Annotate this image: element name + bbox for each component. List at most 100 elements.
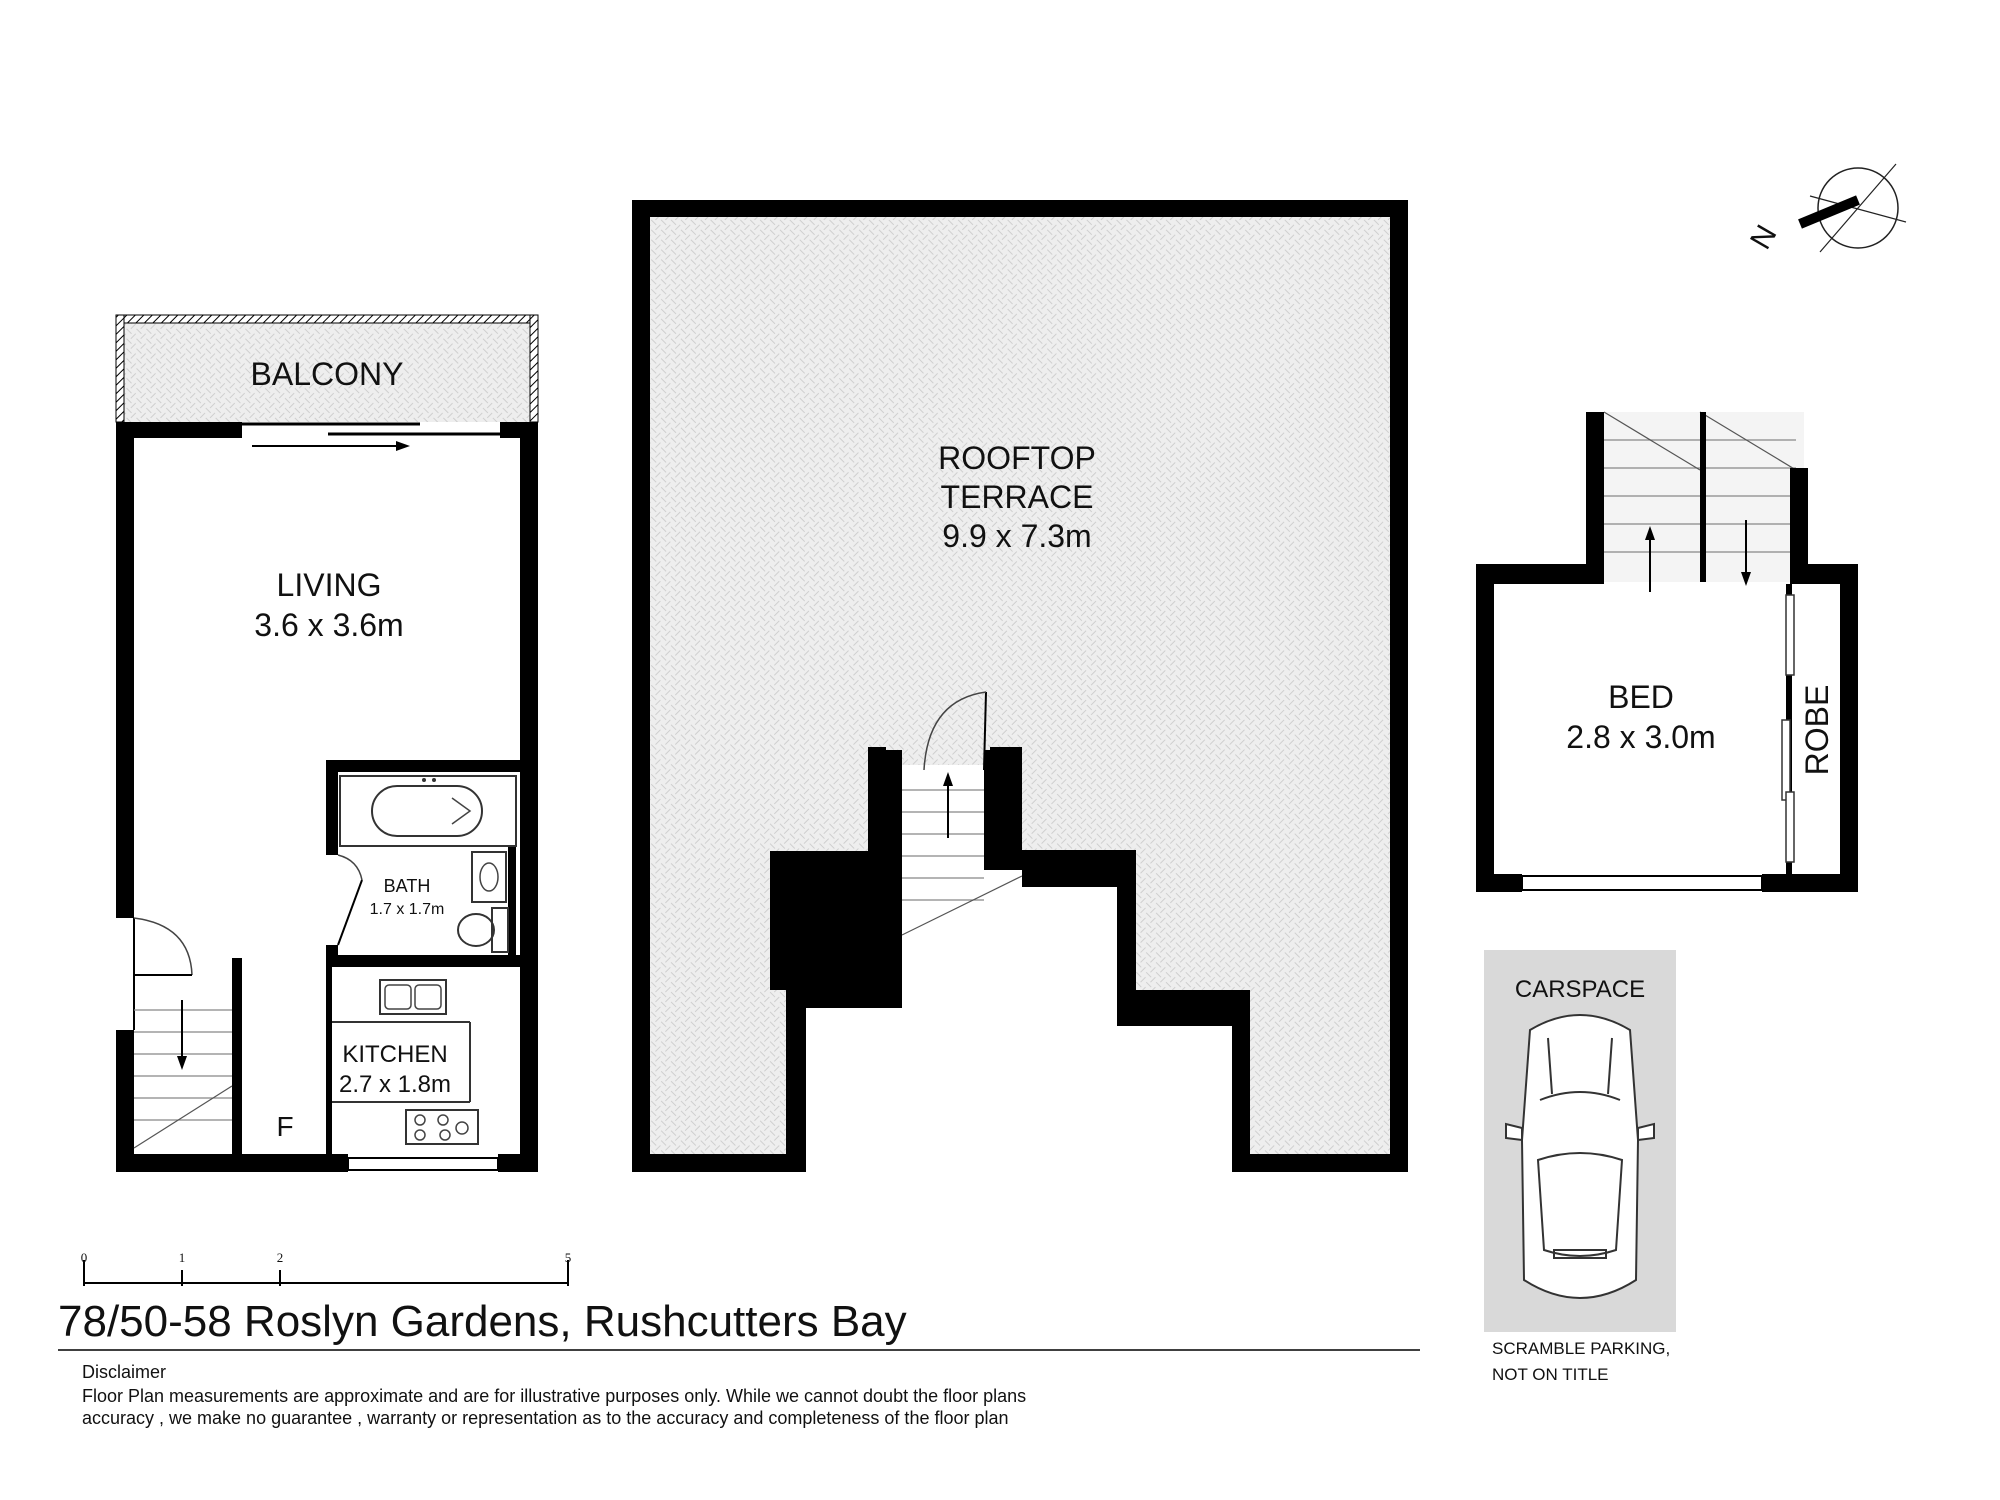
compass-line — [1809, 195, 1907, 223]
burner — [439, 1129, 451, 1141]
door-swing — [133, 917, 193, 976]
stairs — [1603, 411, 1797, 553]
toilet-cistern — [491, 907, 509, 953]
bedroom-plan: BED 2.8 x 3.0m ROBE — [1476, 411, 1858, 892]
burner — [455, 1121, 469, 1135]
wall — [326, 967, 332, 1157]
bathtub-basin — [371, 785, 483, 837]
robe-door — [1785, 791, 1795, 863]
wall — [508, 845, 516, 955]
scale-tick-label: 0 — [81, 1250, 88, 1265]
bed-label: BED — [1608, 679, 1674, 715]
wall — [1232, 990, 1250, 1170]
scale-tick-label: 5 — [565, 1250, 572, 1265]
scale-tick-label: 2 — [277, 1250, 284, 1265]
kitchen-label: KITCHEN — [342, 1041, 447, 1068]
wall — [498, 1154, 538, 1172]
robe-label: ROBE — [1799, 685, 1835, 776]
living-size: 3.6 x 3.6m — [254, 607, 403, 643]
wall — [1790, 468, 1808, 584]
bathtub — [339, 775, 517, 847]
terrace-door — [983, 691, 987, 771]
bath-label: BATH — [384, 876, 431, 896]
stair-arrow-head — [177, 1056, 187, 1070]
window — [1521, 875, 1763, 891]
stairs — [901, 789, 1023, 936]
tap — [432, 778, 436, 782]
terrace-area — [650, 217, 1390, 1154]
compass-line — [1819, 163, 1897, 253]
balcony-rail-right — [529, 314, 539, 423]
carspace-note-1: SCRAMBLE PARKING, — [1492, 1339, 1670, 1358]
sink-bowl — [384, 984, 412, 1010]
balcony-area — [118, 318, 536, 422]
compass-circle — [1817, 167, 1899, 249]
window — [347, 1157, 499, 1171]
compass-rose: N — [1744, 163, 1907, 255]
stair-arrow-head — [1741, 572, 1751, 586]
wall — [116, 1154, 348, 1172]
door-arrow-head — [396, 441, 410, 451]
stair-arrow-head — [1645, 526, 1655, 540]
compass-needle — [1798, 195, 1860, 229]
robe-door — [1785, 594, 1795, 676]
address-title: 78/50-58 Roslyn Gardens, Rushcutters Bay — [58, 1297, 907, 1346]
tap — [422, 778, 426, 782]
rooftop-plan: ROOFTOP TERRACE 9.9 x 7.3m — [632, 200, 1408, 1172]
sink — [379, 979, 447, 1015]
wall — [1476, 564, 1604, 584]
wall — [1118, 990, 1250, 1008]
cooktop — [405, 1109, 479, 1145]
scale-bar: 0 1 2 5 — [81, 1250, 572, 1286]
wall — [1476, 564, 1494, 892]
burner — [437, 1114, 449, 1126]
basin — [479, 862, 499, 892]
wall — [326, 945, 338, 967]
wall — [884, 855, 902, 1005]
living-label: LIVING — [277, 567, 382, 603]
burner — [414, 1114, 426, 1126]
wall — [1118, 850, 1136, 1010]
stair-well — [902, 770, 984, 940]
wall — [116, 422, 134, 918]
sink-bowl — [414, 984, 442, 1010]
carspace-note-2: NOT ON TITLE — [1492, 1365, 1609, 1384]
burner — [414, 1129, 426, 1141]
wall — [1700, 412, 1706, 582]
robe-door — [1781, 719, 1791, 801]
bath-door — [337, 879, 363, 946]
wall — [1762, 874, 1858, 892]
rooftop-label-1: ROOFTOP — [938, 440, 1096, 476]
wall — [326, 760, 338, 855]
wall — [984, 850, 1136, 870]
balcony-rail-left — [115, 314, 125, 423]
terrace-wall — [632, 200, 1408, 1172]
rooftop-size: 9.9 x 7.3m — [942, 518, 1091, 554]
balcony-label: BALCONY — [251, 356, 404, 392]
wall — [884, 750, 902, 870]
bed-size: 2.8 x 3.0m — [1566, 719, 1715, 755]
wall — [1586, 412, 1604, 584]
wall — [520, 422, 538, 762]
bath-size: 1.7 x 1.7m — [370, 901, 445, 918]
unit-plan: BALCONY LIVING 3.6 x 3.6m BATH 1.7 x 1.7… — [115, 314, 539, 1172]
balcony-rail — [115, 314, 539, 324]
wall — [116, 1030, 134, 1172]
wall — [326, 760, 538, 772]
disclaimer-title: Disclaimer — [82, 1362, 166, 1382]
toilet-bowl — [457, 913, 495, 947]
compass-n-label: N — [1744, 220, 1783, 255]
disclaimer-line-2: accuracy , we make no guarantee , warran… — [82, 1408, 1009, 1428]
wall — [1840, 564, 1858, 892]
scale-tick-label: 1 — [179, 1250, 186, 1265]
wall — [786, 990, 804, 1170]
door-swing — [337, 854, 363, 881]
wall — [786, 990, 902, 1008]
wall — [1476, 874, 1522, 892]
wall — [984, 750, 1006, 856]
vanity — [471, 851, 507, 903]
rooftop-label-2: TERRACE — [941, 479, 1094, 515]
stair-arrow-head — [943, 772, 953, 786]
disclaimer-line-1: Floor Plan measurements are approximate … — [82, 1386, 1026, 1406]
